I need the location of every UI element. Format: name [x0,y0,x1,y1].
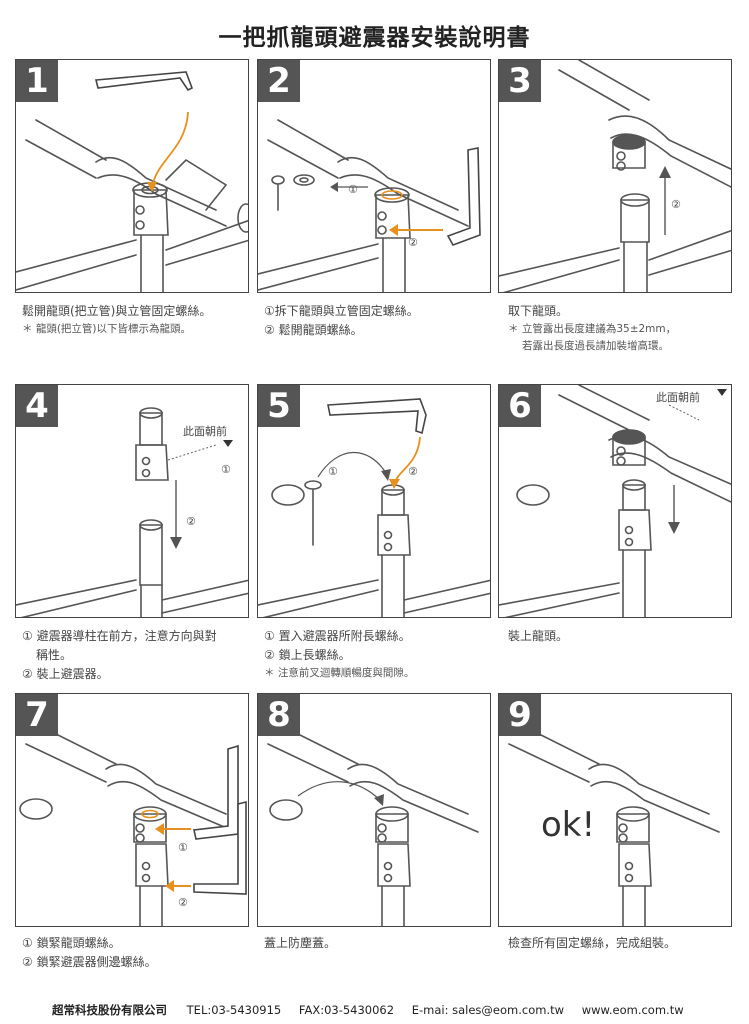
company-name: 超常科技股份有限公司 [52,1003,167,1017]
caption-line: 稱性。 [36,648,73,662]
caption-line: ① 置入避震器所附長螺絲。 [264,629,411,643]
label-face-front: 此面朝前 [656,390,700,404]
label-1: ① [178,841,188,854]
caption-line: ② 鬆開龍頭螺絲。 [264,323,363,337]
step-number: 6 [499,385,541,427]
caption-line: 取下龍頭。 [508,304,569,318]
step-panel-6: 此面朝前 6 [498,384,732,618]
step-caption-3: 取下龍頭。 ＊ 立管露出長度建議為35±2mm， 若露出長度過長請加裝增高環。 [508,302,748,355]
caption-note: 若露出長度過長請加裝增高環。 [522,340,669,352]
caption-note: ＊ 注意前叉迴轉順暢度與間隙。 [264,667,415,679]
step-number: 1 [16,60,58,102]
caption-line: ② 鎖緊避震器側邊螺絲。 [22,955,157,969]
caption-line: ② 裝上避震器。 [22,667,109,681]
step-panel-2: ① ② 2 [257,59,491,293]
phone: TEL:03-5430915 [186,1003,282,1017]
label-2: ② [186,515,196,528]
step-number: 8 [258,694,300,736]
step-caption-1: 鬆開龍頭(把立管)與立管固定螺絲。 ＊ 龍頭(把立管)以下皆標示為龍頭。 [22,302,262,338]
step-panel-9: ok! 9 [498,693,732,927]
caption-line: 鬆開龍頭(把立管)與立管固定螺絲。 [22,304,212,318]
label-2: ② [671,198,681,211]
step-caption-8: 蓋上防塵蓋。 [264,934,504,953]
step-number: 4 [16,385,58,427]
step-caption-6: 裝上龍頭。 [508,627,748,646]
step-4-illustration: 此面朝前 ① ② [16,407,248,617]
step-8-illustration [267,723,479,926]
label-2: ② [408,465,418,478]
step-3-illustration: ② [499,60,731,292]
step-caption-9: 檢查所有固定螺絲，完成組裝。 [508,934,748,953]
fax: FAX:03-5430062 [298,1003,395,1017]
step-number: 9 [499,694,541,736]
step-number: 3 [499,60,541,102]
step-caption-4: ① 避震器導柱在前方，注意方向與對 稱性。 ② 裝上避震器。 [22,627,262,684]
label-2: ② [408,236,418,249]
caption-line: 蓋上防塵蓋。 [264,936,337,950]
caption-note: ＊ 立管露出長度建議為35±2mm， [508,323,677,335]
footer: 超常科技股份有限公司 TEL:03-5430915 FAX:03-5430062… [52,1002,684,1018]
step-7-illustration: ① ② [19,723,247,926]
label-1: ① [328,465,338,478]
step-panel-4: 此面朝前 ① ② 4 [15,384,249,618]
caption-line: ①拆下龍頭與立管固定螺絲。 [264,304,419,318]
label-1: ① [221,463,231,476]
ok-text: ok! [541,805,595,845]
step-number: 2 [258,60,300,102]
caption-line: ① 鎖緊龍頭螺絲。 [22,936,121,950]
step-5-illustration: ① ② [258,398,490,617]
label-2: ② [178,896,188,909]
step-number: 5 [258,385,300,427]
page-title: 一把抓龍頭避震器安裝說明書 [218,25,531,51]
step-number: 7 [16,694,58,736]
step-6-illustration: 此面朝前 [499,385,731,617]
step-caption-2: ①拆下龍頭與立管固定螺絲。 ② 鬆開龍頭螺絲。 [264,302,504,340]
step-caption-7: ① 鎖緊龍頭螺絲。 ② 鎖緊避震器側邊螺絲。 [22,934,262,972]
caption-line: ② 鎖上長螺絲。 [264,648,351,662]
step-2-illustration: ① ② [258,119,481,292]
caption-line: ① 避震器導柱在前方，注意方向與對 [22,629,217,643]
caption-line: 裝上龍頭。 [508,629,569,643]
step-panel-5: ① ② 5 [257,384,491,618]
step-panel-7: ① ② 7 [15,693,249,927]
step-1-illustration [16,71,248,292]
website-link[interactable]: www.eom.com.tw [581,1003,684,1017]
step-panel-8: 8 [257,693,491,927]
caption-line: 檢查所有固定螺絲，完成組裝。 [508,936,677,950]
step-9-illustration: ok! [508,723,720,926]
step-panel-1: 1 [15,59,249,293]
email-link[interactable]: E-mai: sales@eom.com.tw [411,1003,565,1017]
label-1: ① [348,183,358,196]
step-caption-5: ① 置入避震器所附長螺絲。 ② 鎖上長螺絲。 ＊ 注意前叉迴轉順暢度與間隙。 [264,627,504,682]
step-panel-3: ② 3 [498,59,732,293]
label-face-front: 此面朝前 [183,424,227,438]
caption-note: ＊ 龍頭(把立管)以下皆標示為龍頭。 [22,323,192,335]
